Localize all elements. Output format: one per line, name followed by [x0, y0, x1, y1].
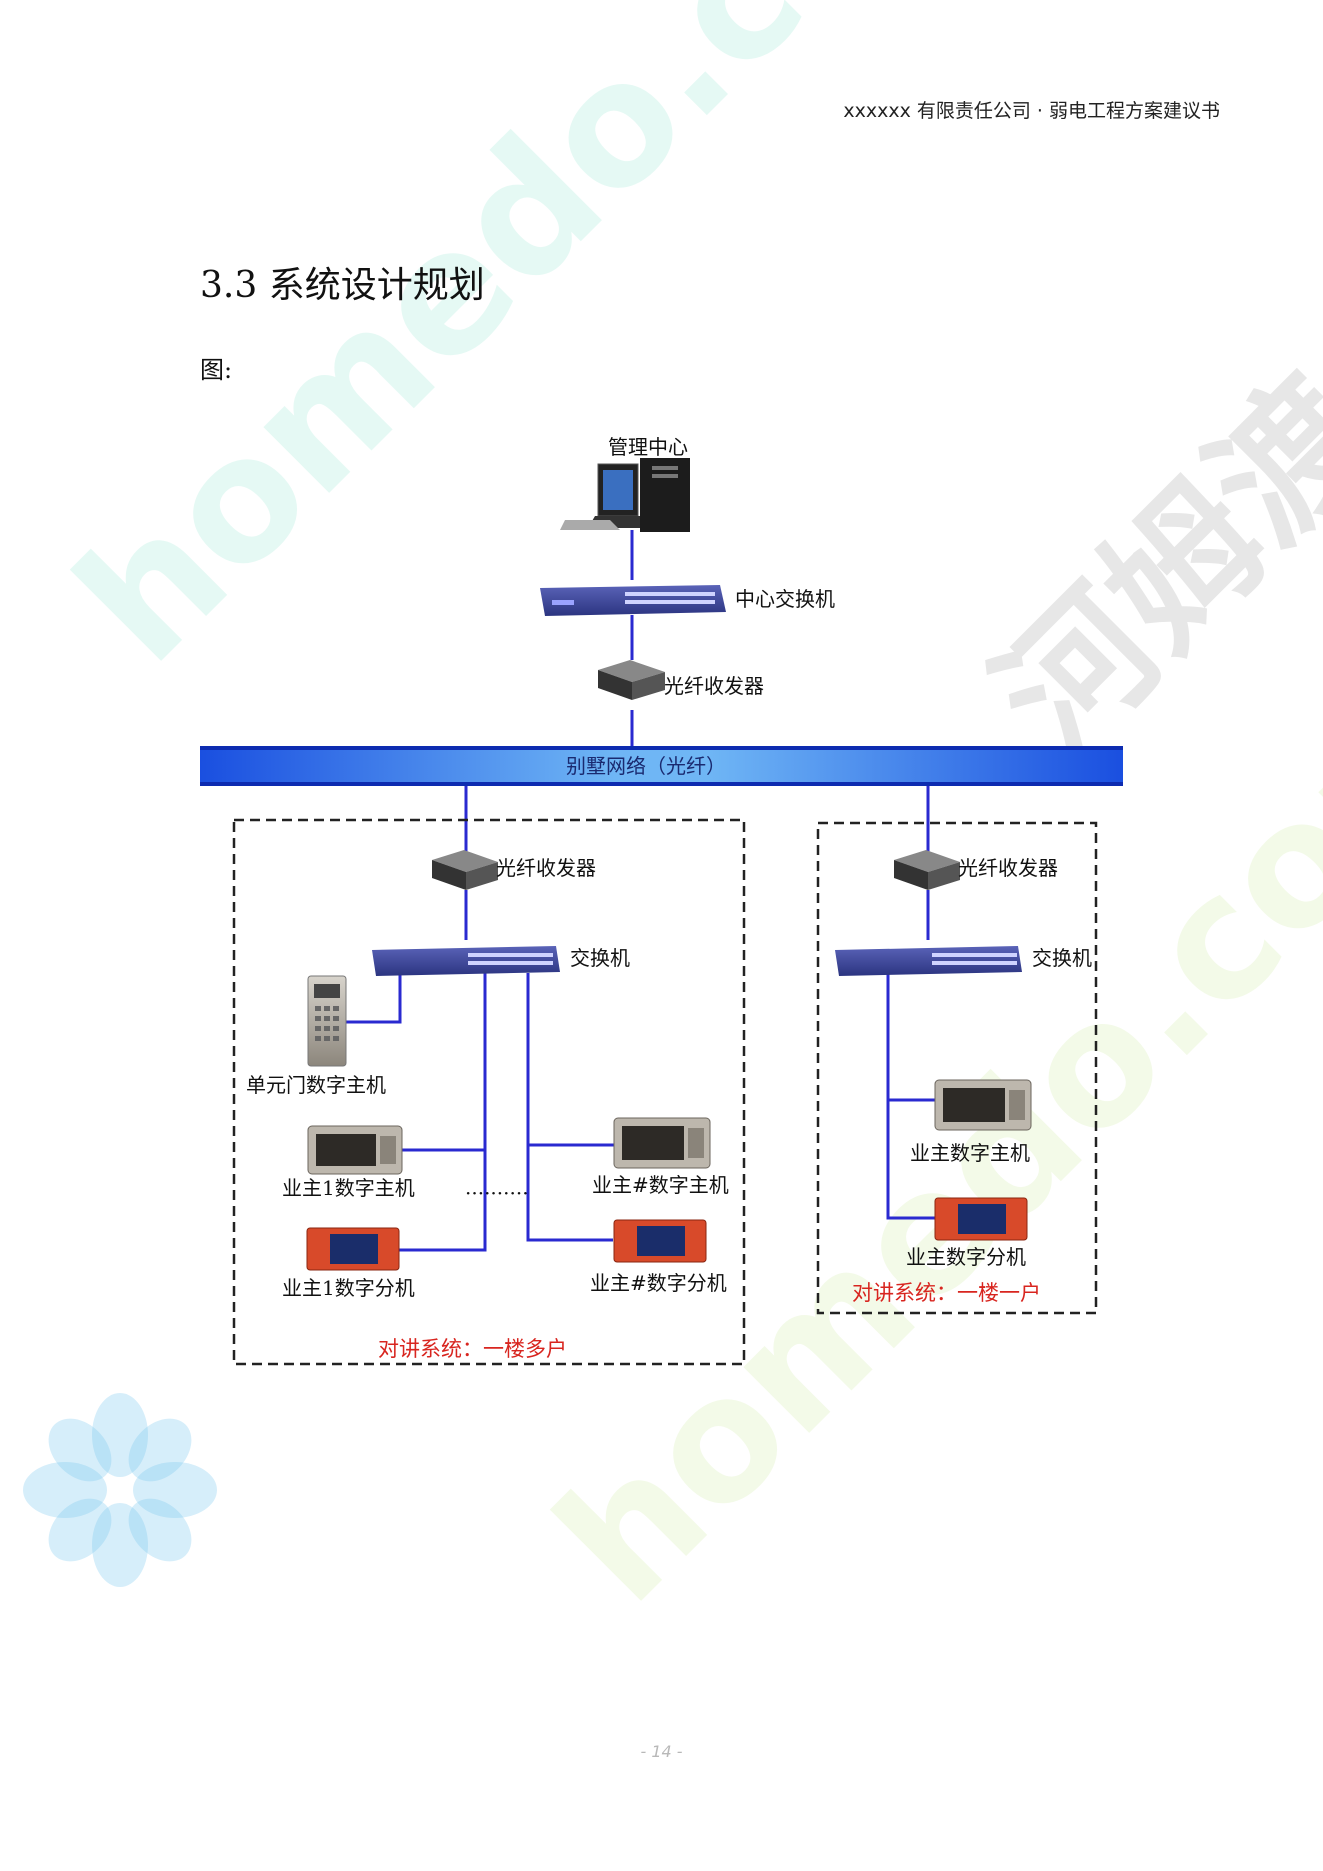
- owner-ext-label: 业主数字分机: [906, 1245, 1026, 1269]
- left-transceiver-label: 光纤收发器: [496, 856, 596, 880]
- owner1-ext-icon: [306, 1227, 400, 1271]
- center-switch-icon: [540, 585, 726, 616]
- fiber-transceiver-top-icon: [598, 660, 665, 700]
- villa-network-label: 别墅网络（光纤）: [566, 754, 726, 778]
- ownerN-host-icon: [613, 1117, 711, 1169]
- flower-watermark-icon: [23, 1393, 217, 1587]
- figure-label: 图:: [200, 356, 233, 384]
- ownerN-host-label: 业主#数字主机: [592, 1173, 729, 1197]
- management-center-label: 管理中心: [608, 435, 688, 459]
- unit-door-panel-icon: [307, 975, 347, 1067]
- section-title: 3.3 系统设计规划: [200, 265, 485, 306]
- fiber-transceiver-left-icon: [432, 850, 498, 890]
- center-switch-label: 中心交换机: [735, 587, 835, 611]
- owner1-host-label: 业主1数字主机: [282, 1176, 415, 1200]
- left-group-caption: 对讲系统：一楼多户: [378, 1337, 567, 1361]
- villa-network-bus: [200, 746, 1123, 786]
- owner1-ext-label: 业主1数字分机: [282, 1276, 415, 1300]
- left-switch-icon: [372, 946, 560, 976]
- computer-icon: [560, 458, 690, 532]
- right-switch-label: 交换机: [1032, 946, 1092, 970]
- fiber-transceiver-top-label: 光纤收发器: [664, 674, 764, 698]
- right-group-caption: 对讲系统：一楼一户: [852, 1281, 1041, 1305]
- ownerN-ext-label: 业主#数字分机: [590, 1271, 727, 1295]
- left-switch-label: 交换机: [570, 946, 630, 970]
- ellipsis-dots: ··········: [465, 1181, 529, 1205]
- owner-ext-icon: [934, 1197, 1028, 1241]
- owner1-host-icon: [307, 1125, 403, 1175]
- owner-host-label: 业主数字主机: [910, 1141, 1030, 1165]
- page-number: - 14 -: [640, 1742, 683, 1761]
- unit-door-label: 单元门数字主机: [246, 1073, 386, 1097]
- right-switch-icon: [835, 946, 1022, 976]
- owner-host-icon: [934, 1079, 1032, 1131]
- page-header: xxxxxx 有限责任公司 · 弱电工程方案建议书: [843, 100, 1220, 122]
- fiber-transceiver-right-icon: [894, 850, 960, 890]
- ownerN-ext-icon: [613, 1219, 707, 1263]
- right-transceiver-label: 光纤收发器: [958, 856, 1058, 880]
